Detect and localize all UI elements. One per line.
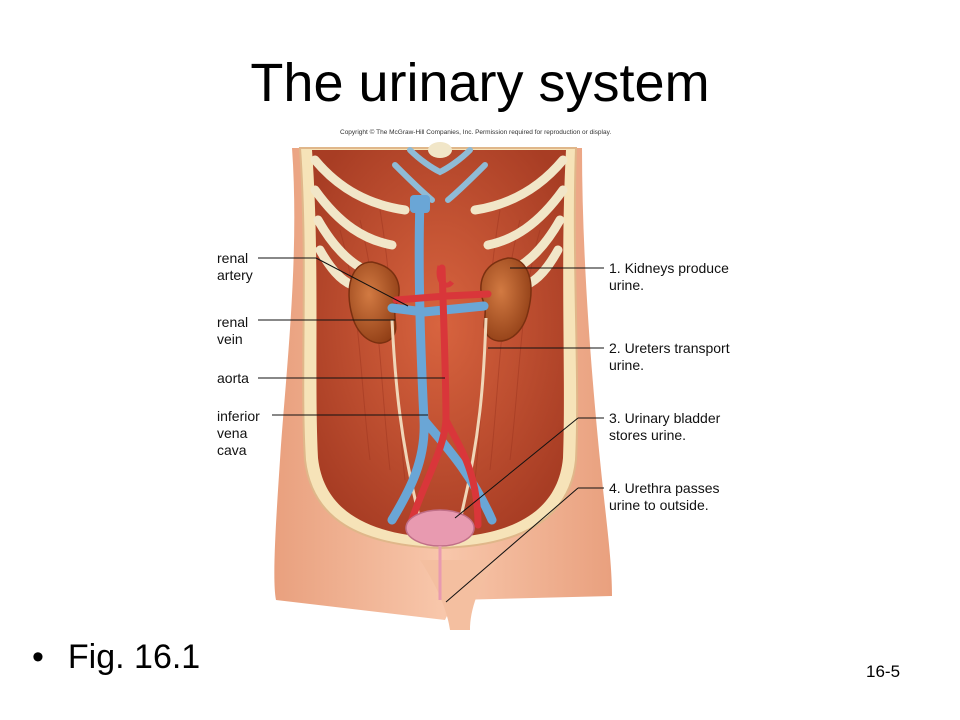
aorta <box>392 264 492 529</box>
inferior-vena-cava <box>387 195 497 525</box>
right-kidney <box>480 257 532 342</box>
label-inferior-vena-cava: inferior vena cava <box>217 408 260 458</box>
slide-title: The urinary system <box>250 53 710 113</box>
urinary-bladder <box>405 509 475 547</box>
abdominal-cavity <box>312 150 566 538</box>
label-aorta: aorta <box>217 370 249 386</box>
bullet-marker: • <box>32 638 44 676</box>
label-kidneys: 1. Kidneys produce urine. <box>609 260 729 293</box>
bullet-item: • Fig. 16.1 <box>32 638 200 677</box>
figure-reference: Fig. 16.1 <box>67 638 201 676</box>
label-urethra: 4. Urethra passes urine to outside. <box>609 480 720 513</box>
label-renal-vein: renal vein <box>217 314 249 347</box>
label-ureters: 2. Ureters transport urine. <box>609 340 730 373</box>
copyright-notice: Copyright © The McGraw-Hill Companies, I… <box>340 129 612 136</box>
label-urinary-bladder: 3. Urinary bladder stores urine. <box>609 410 721 443</box>
slide-number: 16-5 <box>866 662 901 681</box>
label-renal-artery: renal artery <box>217 250 253 283</box>
